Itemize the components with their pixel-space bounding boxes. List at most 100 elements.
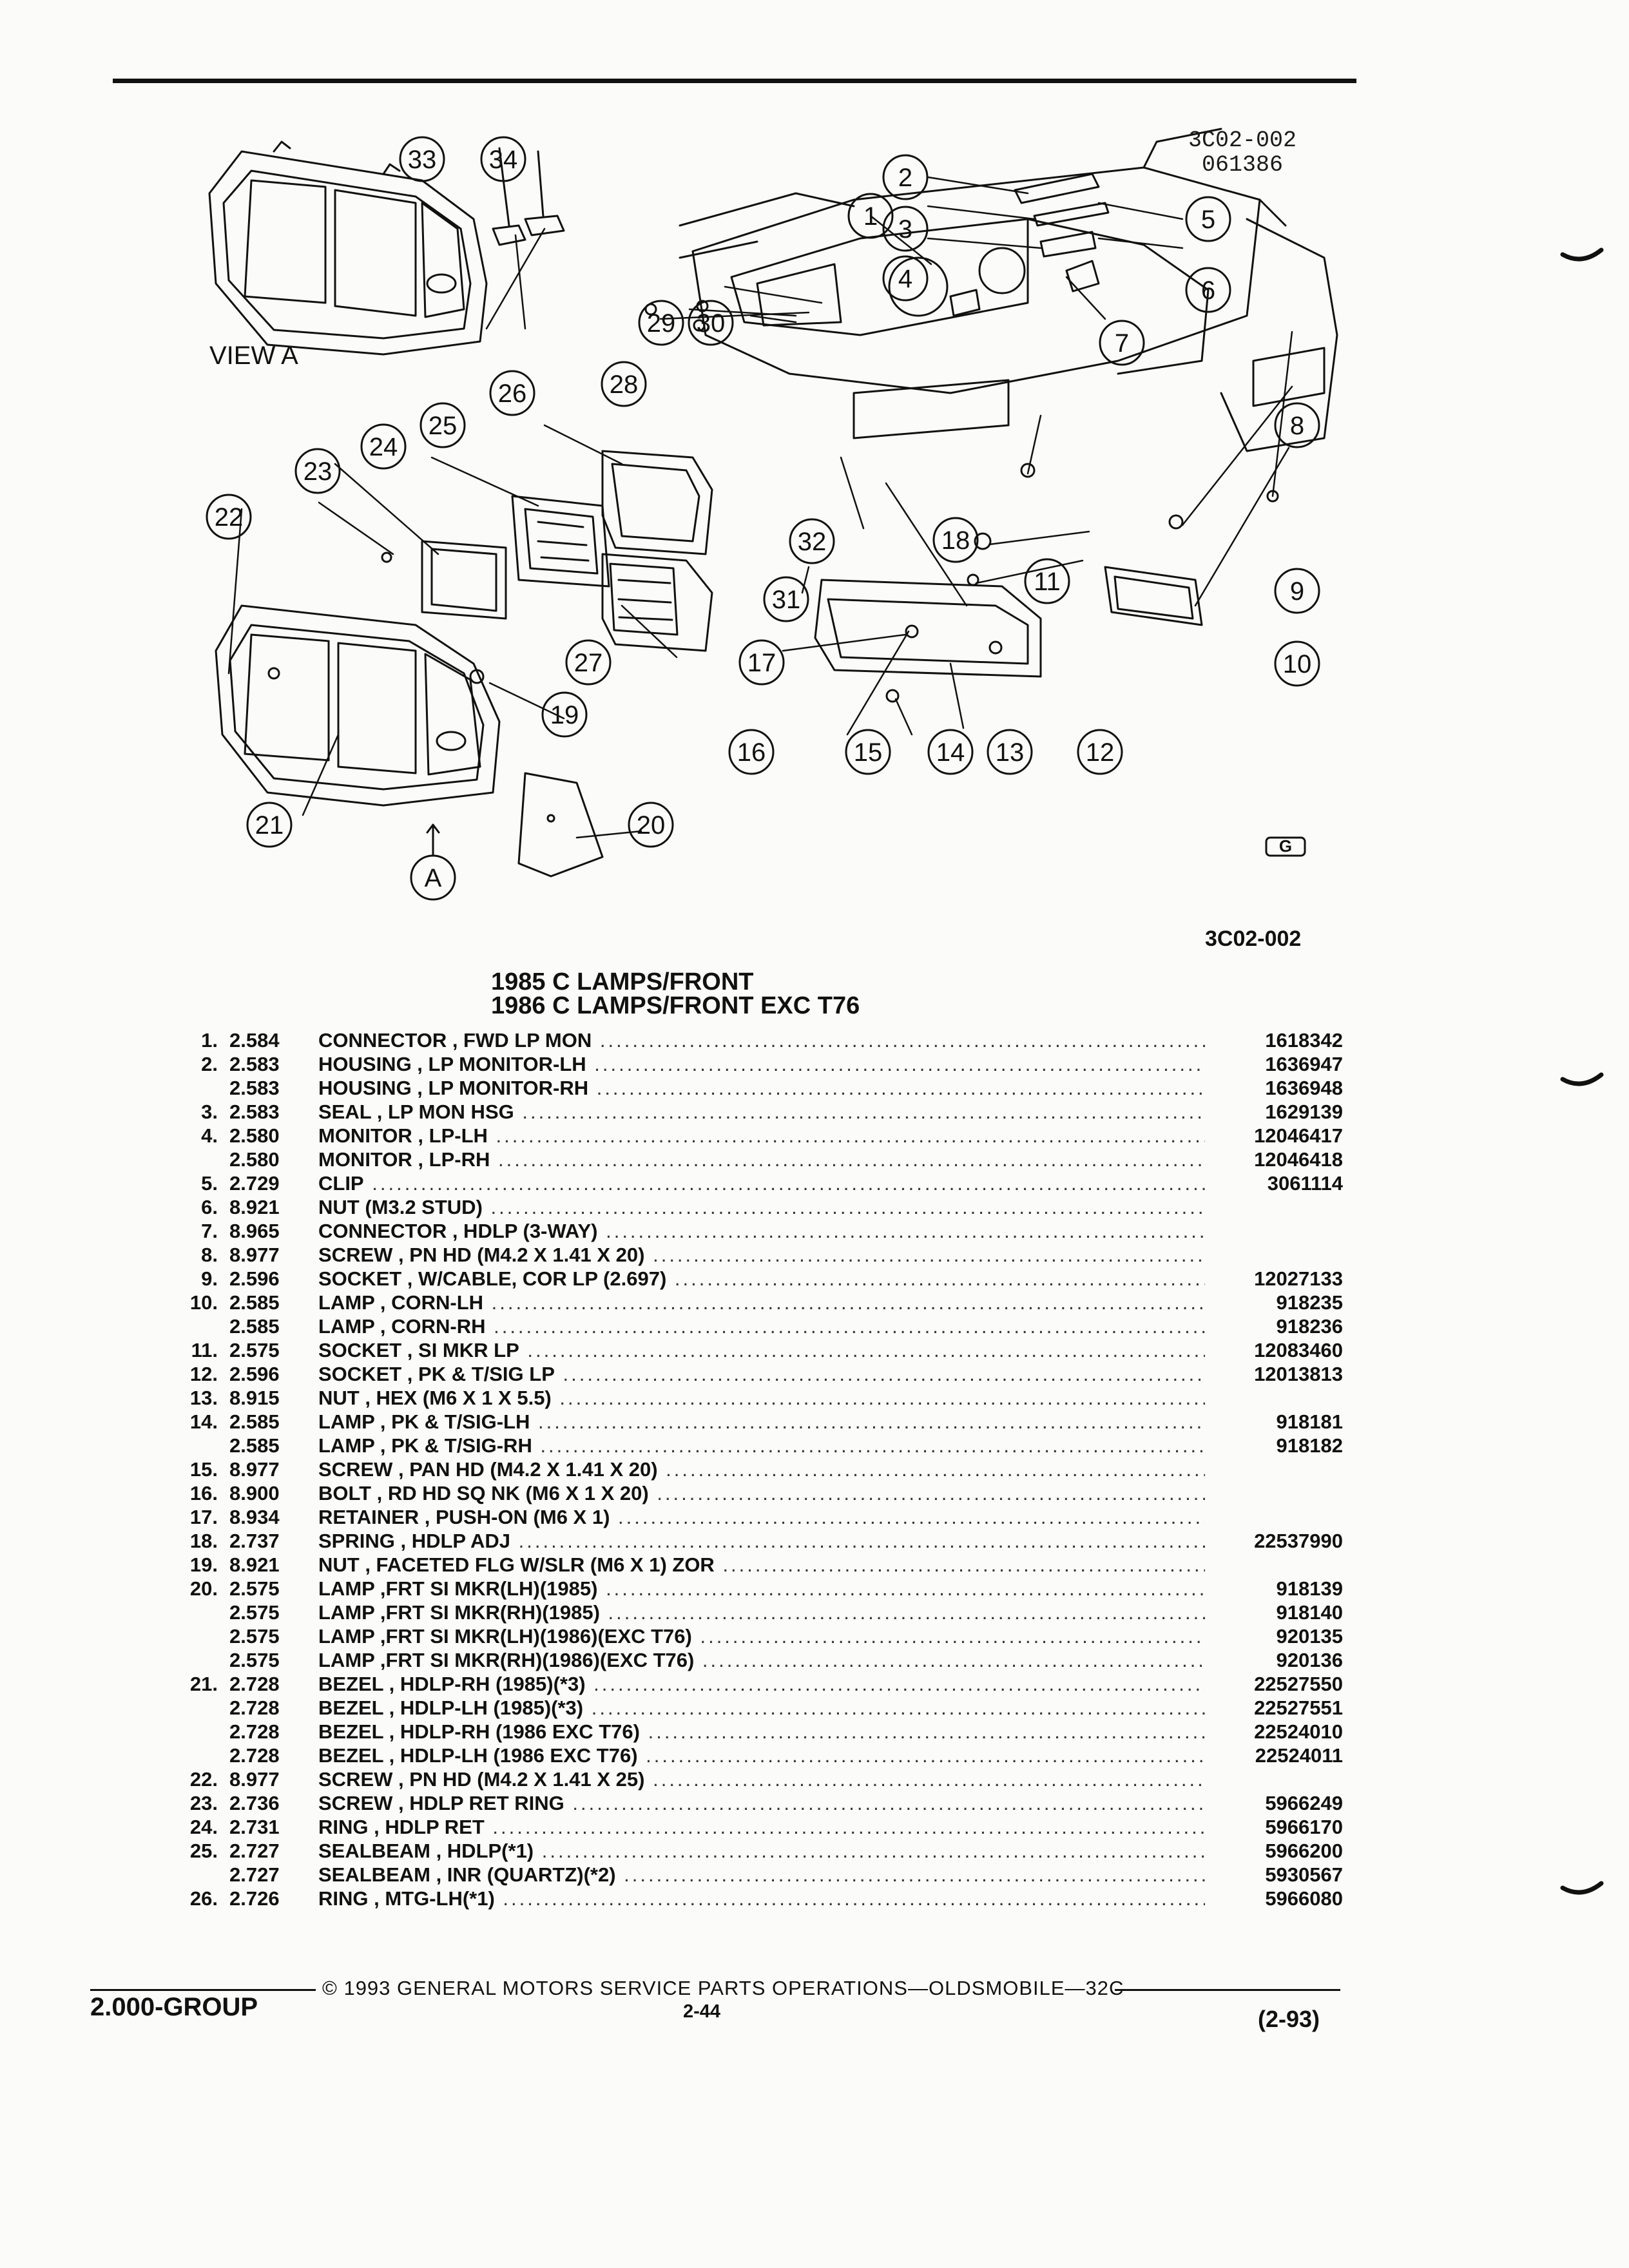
parts-row: 2.575 LAMP ,FRT SI MKR(LH)(1986)(EXC T76)… xyxy=(0,1624,1629,1648)
description: LAMP , CORN-LH xyxy=(318,1291,484,1314)
description-cell: CONNECTOR , HDLP (3-WAY) ...............… xyxy=(318,1219,1205,1243)
footer-copyright: © 1993 GENERAL MOTORS SERVICE PARTS OPER… xyxy=(322,1977,1124,1999)
group-number: 2.736 xyxy=(229,1792,280,1814)
group-number: 2.583 xyxy=(229,1100,280,1123)
group-number: 2.728 xyxy=(229,1673,280,1695)
footer-group: 2.000-GROUP xyxy=(90,1993,258,2021)
callout-23: 23 xyxy=(304,457,333,486)
description-cell: SEAL , LP MON HSG ......................… xyxy=(318,1100,1205,1124)
description: LAMP ,FRT SI MKR(LH)(1986)(EXC T76) xyxy=(318,1625,692,1648)
dot-leader: ........................................… xyxy=(540,1434,1205,1457)
callout-8: 8 xyxy=(1290,412,1304,440)
sealbeam-25 xyxy=(511,495,610,588)
description: NUT , FACETED FLG W/SLR (M6 X 1) ZOR xyxy=(318,1553,715,1576)
part-number: 1618342 xyxy=(1265,1029,1343,1052)
description: MONITOR , LP-RH xyxy=(318,1148,490,1171)
footer-page-number: 2-44 xyxy=(683,2001,721,2022)
description: LAMP ,FRT SI MKR(RH)(1986)(EXC T76) xyxy=(318,1649,695,1671)
description: NUT (M3.2 STUD) xyxy=(318,1196,483,1218)
callout-10: 10 xyxy=(1283,650,1312,678)
dot-leader: ........................................… xyxy=(606,1220,1205,1242)
dot-leader: ........................................… xyxy=(503,1887,1205,1910)
group-number: 2.575 xyxy=(229,1649,280,1671)
callout-32: 32 xyxy=(798,528,827,556)
parts-row: 2.585 LAMP , PK & T/SIG-RH ..............… xyxy=(0,1434,1629,1457)
group-number: 2.580 xyxy=(229,1148,280,1171)
part-number: 22537990 xyxy=(1254,1530,1343,1552)
description-cell: SCREW , PN HD (M4.2 X 1.41 X 25) .......… xyxy=(318,1767,1205,1791)
part-number: 918140 xyxy=(1276,1601,1343,1624)
description: LAMP , PK & T/SIG-RH xyxy=(318,1434,532,1457)
callout-21: 21 xyxy=(255,811,284,840)
description-cell: LAMP , PK & T/SIG-RH ...................… xyxy=(318,1434,1205,1457)
dot-leader: ........................................… xyxy=(702,1649,1205,1671)
callout-3: 3 xyxy=(898,215,912,244)
item-number: 21. xyxy=(189,1673,218,1695)
description: RING , HDLP RET xyxy=(318,1816,485,1838)
group-number: 2.585 xyxy=(229,1434,280,1457)
dot-leader: ........................................… xyxy=(594,1053,1205,1075)
description-cell: BEZEL , HDLP-LH (1985)(*3) .............… xyxy=(318,1696,1205,1720)
figure-code: 3C02-002 xyxy=(1205,927,1302,951)
dot-leader: ........................................… xyxy=(522,1100,1205,1123)
callout-5: 5 xyxy=(1201,206,1215,234)
callout-16: 16 xyxy=(737,738,766,767)
dot-leader: ........................................… xyxy=(646,1744,1205,1767)
item-number: 14. xyxy=(189,1410,218,1433)
description: SOCKET , PK & T/SIG LP xyxy=(318,1363,555,1385)
view-a-label: VIEW A xyxy=(209,341,298,370)
top-rule xyxy=(113,79,1356,83)
description-cell: BEZEL , HDLP-LH (1986 EXC T76) .........… xyxy=(318,1744,1205,1767)
dot-leader: ........................................… xyxy=(559,1387,1205,1409)
group-number: 2.575 xyxy=(229,1625,280,1648)
footer-rule-left xyxy=(90,1989,316,1991)
description-cell: LAMP , PK & T/SIG-LH ...................… xyxy=(318,1410,1205,1434)
item-number: 17. xyxy=(189,1506,218,1528)
part-number: 22527550 xyxy=(1254,1673,1343,1695)
group-number: 2.727 xyxy=(229,1840,280,1862)
item-number: 20. xyxy=(189,1577,218,1600)
drawing-id-line2: 061386 xyxy=(1201,152,1284,178)
description-cell: SCREW , PN HD (M4.2 X 1.41 X 20) .......… xyxy=(318,1243,1205,1267)
dot-leader: ........................................… xyxy=(653,1768,1205,1791)
callout-9: 9 xyxy=(1290,577,1304,606)
description-cell: HOUSING , LP MONITOR-RH ................… xyxy=(318,1076,1205,1100)
dot-leader: ........................................… xyxy=(490,1196,1206,1218)
footer-rule-right xyxy=(1115,1989,1340,1991)
binder-mark xyxy=(1560,1881,1604,1895)
callout-1: 1 xyxy=(863,202,878,231)
description-cell: SEALBEAM , INR (QUARTZ)(*2) ............… xyxy=(318,1863,1205,1887)
side-marker-lamp-20 xyxy=(517,772,604,878)
part-number: 12083460 xyxy=(1254,1339,1343,1361)
dot-leader: ........................................… xyxy=(492,1816,1205,1838)
item-number: 5. xyxy=(201,1172,218,1195)
part-number: 920135 xyxy=(1276,1625,1343,1648)
description-cell: LAMP , CORN-RH .........................… xyxy=(318,1314,1205,1338)
callout-6: 6 xyxy=(1201,276,1215,305)
corner-lamp-10 xyxy=(1104,566,1203,626)
item-number: 23. xyxy=(189,1792,218,1814)
group-number: 8.977 xyxy=(229,1768,280,1791)
part-number: 12027133 xyxy=(1254,1267,1343,1290)
callout-2: 2 xyxy=(898,164,912,192)
dot-leader: ........................................… xyxy=(372,1172,1205,1195)
description-cell: NUT , HEX (M6 X 1 X 5.5) ...............… xyxy=(318,1386,1205,1410)
dot-leader: ........................................… xyxy=(653,1244,1205,1266)
item-number: 16. xyxy=(189,1482,218,1504)
group-number: 2.580 xyxy=(229,1124,280,1147)
callout-24: 24 xyxy=(369,433,398,461)
description: NUT , HEX (M6 X 1 X 5.5) xyxy=(318,1387,552,1409)
part-number: 22524011 xyxy=(1255,1744,1343,1767)
leader-lines xyxy=(227,176,1293,839)
description-cell: SCREW , HDLP RET RING ..................… xyxy=(318,1791,1205,1815)
callout-22: 22 xyxy=(215,503,244,532)
